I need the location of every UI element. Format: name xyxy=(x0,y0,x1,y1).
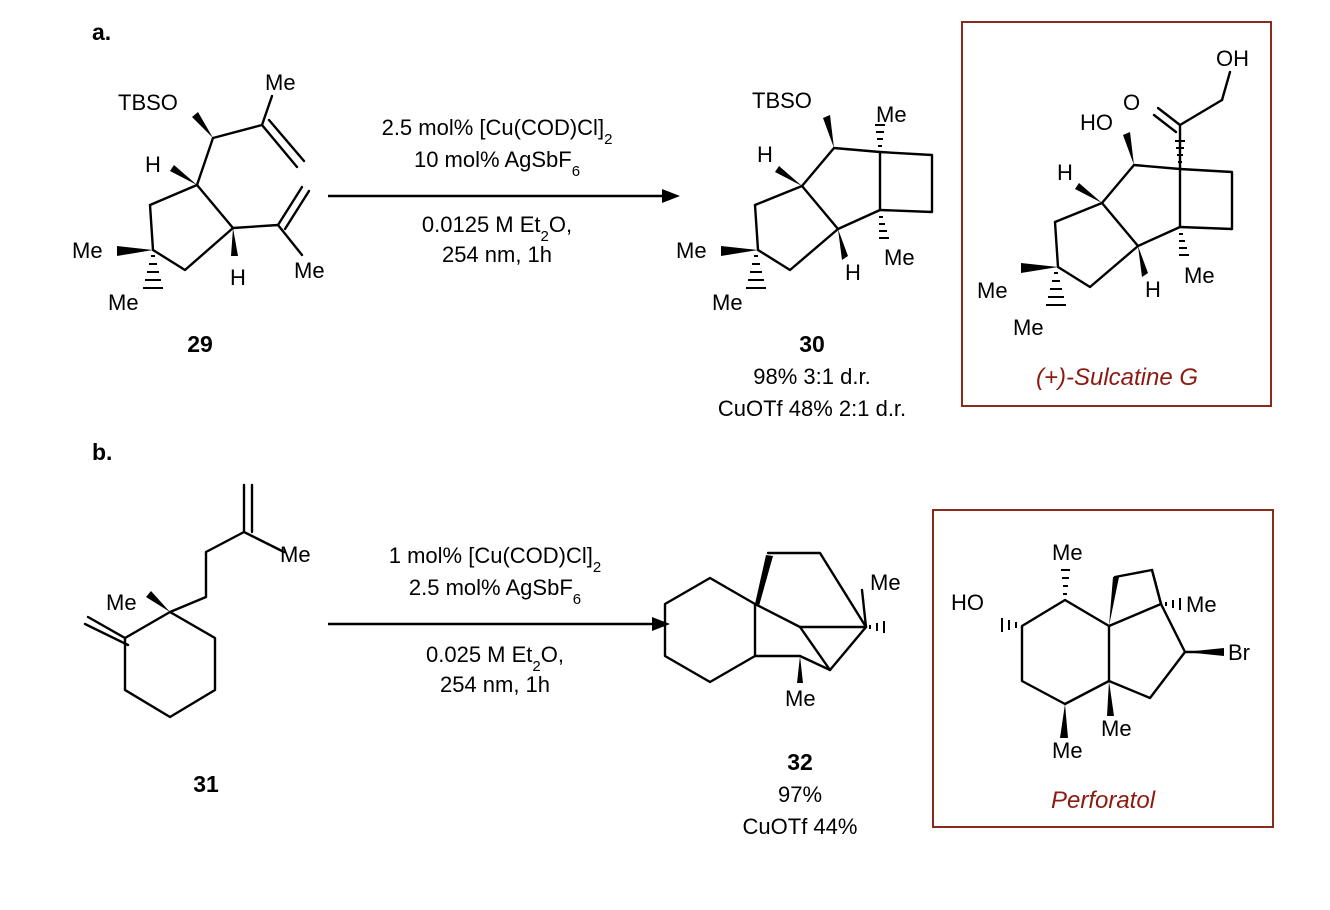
cond-a-line4: 254 nm, 1h xyxy=(442,242,552,267)
compound-29-id: 29 xyxy=(187,331,213,357)
p30-h-bottom-label: H xyxy=(845,260,861,285)
sulcatine-me-left-label: Me xyxy=(977,278,1008,303)
sm29-me-left-label: Me xyxy=(72,238,103,263)
perforatol-name: Perforatol xyxy=(1051,787,1156,814)
p30-tbso-label: TBSO xyxy=(752,88,812,113)
cond-a-line2: 10 mol% AgSbF6 xyxy=(414,147,580,180)
perforatol-me-bottom-label: Me xyxy=(1052,738,1083,763)
p30-me-top-label: Me xyxy=(876,102,907,127)
sulcatine-g-name: (+)-Sulcatine G xyxy=(1036,364,1198,391)
arrow-a-head xyxy=(662,189,680,203)
panel-a-label: a. xyxy=(92,19,111,45)
p30-me-bottom-label: Me xyxy=(712,290,743,315)
compound-32-cuotf-yield: CuOTf 44% xyxy=(743,814,858,839)
sm29-h-top-label: H xyxy=(145,152,161,177)
compound-32-yield: 97% xyxy=(778,782,822,807)
sm29-tbso-label: TBSO xyxy=(118,90,178,115)
compound-29-structure xyxy=(117,94,311,289)
p32-me-bottom-label: Me xyxy=(785,686,816,711)
sulcatine-o-label: O xyxy=(1123,90,1140,115)
perforatol-me-mid-label: Me xyxy=(1101,716,1132,741)
perforatol-box xyxy=(932,509,1274,828)
sm29-me-bottom-label: Me xyxy=(108,290,139,315)
cond-b-line2: 2.5 mol% AgSbF6 xyxy=(409,575,581,608)
sm29-me-right-label: Me xyxy=(294,258,325,283)
cond-b-line1: 1 mol% [Cu(COD)Cl]2 xyxy=(389,543,601,576)
compound-31-id: 31 xyxy=(193,771,219,797)
sulcatine-g-box xyxy=(961,21,1272,407)
compound-30-cuotf-yield: CuOTf 48% 2:1 d.r. xyxy=(718,396,906,421)
perforatol-br-label: Br xyxy=(1228,640,1250,665)
compound-32-structure xyxy=(663,551,885,684)
compound-31-structure xyxy=(83,483,286,719)
sm31-me-left-label: Me xyxy=(106,590,137,615)
sulcatine-me-right-label: Me xyxy=(1184,263,1215,288)
sulcatine-ho-label: HO xyxy=(1080,110,1113,135)
p32-me-right-label: Me xyxy=(870,570,901,595)
sm29-me-top-label: Me xyxy=(265,70,296,95)
compound-30-id: 30 xyxy=(799,331,825,357)
p30-h-top-label: H xyxy=(757,142,773,167)
cond-b-line3: 0.025 M Et2O, xyxy=(426,642,564,675)
compound-32-id: 32 xyxy=(787,749,813,775)
panel-b-label: b. xyxy=(92,439,112,465)
sm31-me-right-label: Me xyxy=(280,542,311,567)
arrow-b-head xyxy=(652,617,670,631)
cond-a-line1: 2.5 mol% [Cu(COD)Cl]2 xyxy=(382,115,613,148)
sulcatine-oh-label: OH xyxy=(1216,46,1249,71)
perforatol-ho-label: HO xyxy=(951,590,984,615)
cond-b-line4: 254 nm, 1h xyxy=(440,672,550,697)
p30-me-left-label: Me xyxy=(676,238,707,263)
sulcatine-h-top-label: H xyxy=(1057,160,1073,185)
sulcatine-me-bottom-label: Me xyxy=(1013,315,1044,340)
sulcatine-h-bottom-label: H xyxy=(1145,277,1161,302)
perforatol-structure xyxy=(1001,568,1224,738)
compound-30-structure xyxy=(721,115,934,289)
sm29-h-bottom-label: H xyxy=(230,265,246,290)
perforatol-me-right-label: Me xyxy=(1186,592,1217,617)
cond-a-line3: 0.0125 M Et2O, xyxy=(422,212,572,245)
perforatol-me-top-label: Me xyxy=(1052,540,1083,565)
p30-me-right-label: Me xyxy=(884,245,915,270)
compound-30-yield: 98% 3:1 d.r. xyxy=(753,364,870,389)
sulcatine-g-structure xyxy=(1021,70,1234,306)
